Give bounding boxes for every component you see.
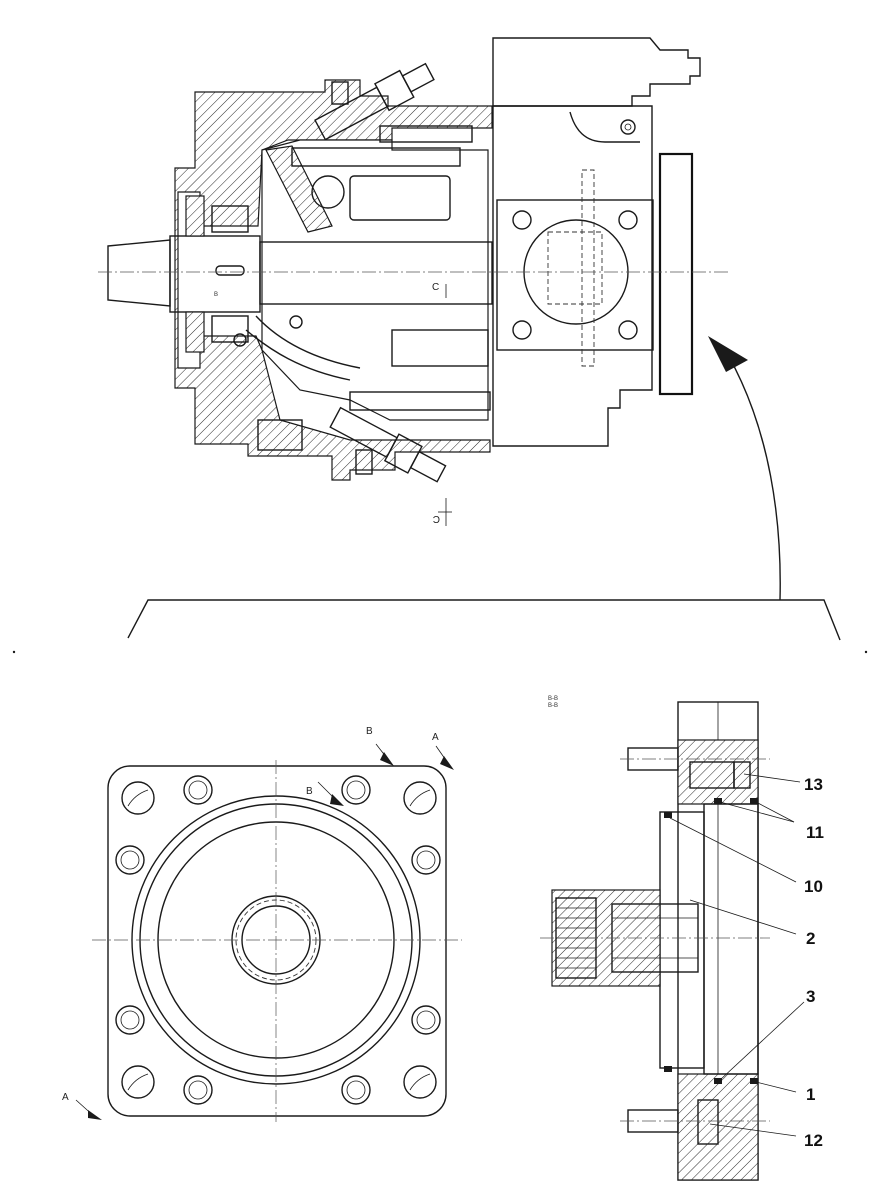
flange-bolt-hole xyxy=(618,210,638,230)
callout-3: 3 xyxy=(806,987,815,1006)
leader-1 xyxy=(755,1081,797,1093)
section-c-lower: C xyxy=(433,513,440,524)
port-flange xyxy=(496,199,654,351)
callout-1: 1 xyxy=(806,1085,815,1104)
leader-12 xyxy=(709,1123,797,1137)
drain-plug xyxy=(257,419,303,451)
leader-10 xyxy=(669,817,797,883)
section-a-upper-label: A xyxy=(432,732,439,743)
flange-bolt-hole xyxy=(512,210,532,230)
hidden-passage xyxy=(547,231,603,305)
flange-bolt-hole xyxy=(618,320,638,340)
pump-housing xyxy=(174,79,493,481)
mark-dot xyxy=(12,650,16,654)
pump-section-view: C C B xyxy=(98,37,730,526)
piston-lower xyxy=(391,329,489,367)
detail-arrow-head xyxy=(708,336,748,372)
section-b-outer-arrow xyxy=(380,752,394,766)
leader-13 xyxy=(743,773,801,783)
mark-dot xyxy=(864,650,868,654)
plate-outline xyxy=(107,765,447,1117)
plate-bolt-holes xyxy=(115,775,441,1105)
end-cover xyxy=(492,105,653,447)
screw-12 xyxy=(697,1099,719,1145)
plate-front-view: B B A A xyxy=(62,726,462,1122)
plate-section-view: B-B B-B xyxy=(540,696,824,1181)
detail-bracket xyxy=(127,599,841,641)
pivot-pin xyxy=(233,333,247,347)
leader-3 xyxy=(719,1001,805,1081)
callout-10: 10 xyxy=(804,877,823,896)
plate-corner-holes xyxy=(121,781,437,1099)
leader-2 xyxy=(689,899,797,935)
end-cover-curve xyxy=(569,111,640,143)
section-b-inner-label: B xyxy=(306,786,313,797)
shaft-seal-lower xyxy=(185,311,205,353)
plug-bolt-center xyxy=(624,123,632,131)
bearing-lower xyxy=(211,315,249,343)
section-a-upper-arrow xyxy=(440,756,454,770)
section-b-outer-label: B xyxy=(366,726,373,737)
detail-plate-outline xyxy=(658,152,694,396)
control-piston xyxy=(379,125,473,143)
flange-bolt-hole xyxy=(512,320,532,340)
seal-1 xyxy=(750,1078,758,1084)
plug-bolt xyxy=(620,119,636,135)
control-block-top xyxy=(492,37,701,107)
bottom-plug xyxy=(355,449,373,475)
vent-plug xyxy=(331,81,349,105)
detail-arrow-curve xyxy=(727,354,781,601)
cylinder-shaft xyxy=(259,241,493,305)
pivot-pin xyxy=(289,315,303,329)
bearing-upper xyxy=(211,205,249,233)
adjust-screw-bottom xyxy=(329,406,447,483)
piston-ball xyxy=(311,175,345,209)
section-note-2: B-B xyxy=(548,703,558,709)
swash-plate xyxy=(265,145,333,233)
section-b-inner-arrow xyxy=(330,794,344,806)
swash-cradle-arc-inner xyxy=(255,315,361,369)
seal-lower xyxy=(664,1066,672,1072)
swash-cradle-arc xyxy=(245,329,351,381)
seal-3 xyxy=(714,1078,722,1084)
seal-11b xyxy=(750,798,758,804)
plate-upper-block xyxy=(677,739,759,805)
drive-shaft xyxy=(107,239,171,307)
key-slot xyxy=(215,265,245,276)
piston-upper xyxy=(349,175,451,221)
callout-12: 12 xyxy=(804,1131,823,1150)
piston-rod-lower xyxy=(349,391,491,411)
piston-rod-upper xyxy=(291,147,461,167)
seal-10 xyxy=(664,812,672,818)
section-a-lower-label: A xyxy=(62,1092,69,1103)
shaft-seal-upper xyxy=(185,195,205,237)
leader-11a xyxy=(719,801,795,823)
section-c-upper: C xyxy=(432,282,439,293)
shaft-hub xyxy=(169,235,261,313)
leader-11b xyxy=(755,801,795,823)
seal-11a xyxy=(714,798,722,804)
section-a-lower-arrow xyxy=(88,1110,102,1120)
plate-bore-region xyxy=(703,803,759,1075)
section-b-small: B xyxy=(214,292,218,298)
callout-2: 2 xyxy=(806,929,815,948)
callout-11: 11 xyxy=(806,823,824,842)
section-note-1: B-B xyxy=(548,696,558,702)
callout-13: 13 xyxy=(804,775,823,794)
